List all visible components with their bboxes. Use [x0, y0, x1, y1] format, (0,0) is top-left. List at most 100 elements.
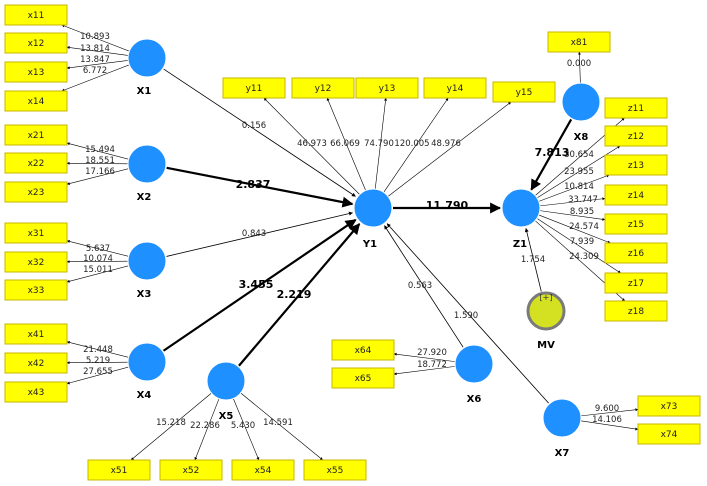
indicator-box[interactable] — [291, 77, 355, 99]
indicator-box[interactable] — [331, 339, 395, 361]
indicator-x51[interactable]: x51 — [87, 459, 151, 481]
loading-line-x52 — [194, 398, 220, 461]
indicator-box[interactable] — [604, 213, 668, 235]
indicator-box[interactable] — [604, 97, 668, 119]
latent-X5[interactable]: X5 — [206, 361, 246, 422]
indicator-box[interactable] — [4, 61, 68, 83]
latent-X4[interactable]: X4 — [127, 342, 167, 401]
indicator-box[interactable] — [4, 251, 68, 273]
indicator-x52[interactable]: x52 — [159, 459, 223, 481]
latent-X8[interactable]: X8 — [561, 82, 601, 143]
indicator-box[interactable] — [637, 423, 701, 445]
indicator-z11[interactable]: z11 — [604, 97, 668, 119]
indicator-box[interactable] — [4, 323, 68, 345]
indicator-box[interactable] — [423, 77, 487, 99]
indicator-box[interactable] — [547, 31, 611, 53]
indicator-x32[interactable]: x32 — [4, 251, 68, 273]
latent-Z1[interactable]: Z1 — [501, 188, 541, 250]
moderator-MV[interactable]: [+]MV — [526, 291, 566, 351]
indicator-box[interactable] — [4, 381, 68, 403]
indicator-box[interactable] — [355, 77, 419, 99]
indicator-x65[interactable]: x65 — [331, 367, 395, 389]
indicator-x74[interactable]: x74 — [637, 423, 701, 445]
indicator-z16[interactable]: z16 — [604, 242, 668, 264]
indicator-y13[interactable]: y13 — [355, 77, 419, 99]
latent-circle[interactable] — [206, 361, 246, 401]
loading-line-z17 — [536, 218, 621, 274]
indicator-x81[interactable]: x81 — [547, 31, 611, 53]
indicator-box[interactable] — [604, 272, 668, 294]
latent-X2[interactable]: X2 — [127, 144, 167, 203]
indicator-box[interactable] — [4, 152, 68, 174]
path-value-X6-Y1: 0.563 — [408, 281, 432, 291]
indicator-box[interactable] — [4, 124, 68, 146]
indicator-box[interactable] — [303, 459, 367, 481]
moderator-circle[interactable] — [526, 291, 566, 331]
indicator-box[interactable] — [604, 154, 668, 176]
indicator-x31[interactable]: x31 — [4, 222, 68, 244]
indicator-y11[interactable]: y11 — [222, 77, 286, 99]
indicator-x73[interactable]: x73 — [637, 395, 701, 417]
indicator-y12[interactable]: y12 — [291, 77, 355, 99]
indicator-box[interactable] — [4, 352, 68, 374]
indicator-box[interactable] — [604, 125, 668, 147]
indicator-box[interactable] — [4, 222, 68, 244]
indicator-x54[interactable]: x54 — [231, 459, 295, 481]
latent-circle[interactable] — [127, 38, 167, 78]
indicator-x11[interactable]: x11 — [4, 4, 68, 26]
indicator-box[interactable] — [492, 81, 556, 103]
indicator-x43[interactable]: x43 — [4, 381, 68, 403]
latent-circle[interactable] — [127, 241, 167, 281]
indicator-x55[interactable]: x55 — [303, 459, 367, 481]
indicator-x22[interactable]: x22 — [4, 152, 68, 174]
loading-line-x14 — [61, 64, 130, 92]
indicator-x14[interactable]: x14 — [4, 90, 68, 112]
indicator-box[interactable] — [222, 77, 286, 99]
latent-circle[interactable] — [542, 398, 582, 438]
indicator-box[interactable] — [4, 90, 68, 112]
indicator-y14[interactable]: y14 — [423, 77, 487, 99]
indicator-z12[interactable]: z12 — [604, 125, 668, 147]
latent-X1[interactable]: X1 — [127, 38, 167, 97]
indicator-z18[interactable]: z18 — [604, 300, 668, 322]
indicator-z13[interactable]: z13 — [604, 154, 668, 176]
latent-Y1[interactable]: Y1 — [353, 188, 393, 250]
indicator-z14[interactable]: z14 — [604, 184, 668, 206]
indicator-label: x81 — [571, 38, 588, 48]
indicator-label: x65 — [355, 374, 372, 384]
indicator-x23[interactable]: x23 — [4, 181, 68, 203]
latent-X7[interactable]: X7 — [542, 398, 582, 459]
latent-circle[interactable] — [561, 82, 601, 122]
indicator-x64[interactable]: x64 — [331, 339, 395, 361]
indicator-box[interactable] — [604, 300, 668, 322]
latent-circle[interactable] — [127, 342, 167, 382]
indicator-x13[interactable]: x13 — [4, 61, 68, 83]
latent-circle[interactable] — [501, 188, 541, 228]
loading-value-z12: 23.955 — [564, 167, 594, 177]
indicator-box[interactable] — [637, 395, 701, 417]
indicator-box[interactable] — [4, 279, 68, 301]
indicator-box[interactable] — [4, 32, 68, 54]
indicator-z15[interactable]: z15 — [604, 213, 668, 235]
indicator-x42[interactable]: x42 — [4, 352, 68, 374]
latent-X6[interactable]: X6 — [454, 344, 494, 405]
indicator-box[interactable] — [604, 242, 668, 264]
indicator-x33[interactable]: x33 — [4, 279, 68, 301]
indicator-x21[interactable]: x21 — [4, 124, 68, 146]
loading-line-x73 — [580, 408, 639, 417]
latent-circle[interactable] — [353, 188, 393, 228]
indicator-box[interactable] — [331, 367, 395, 389]
indicator-box[interactable] — [87, 459, 151, 481]
indicator-x41[interactable]: x41 — [4, 323, 68, 345]
indicator-z17[interactable]: z17 — [604, 272, 668, 294]
indicator-x12[interactable]: x12 — [4, 32, 68, 54]
indicator-box[interactable] — [4, 181, 68, 203]
indicator-box[interactable] — [4, 4, 68, 26]
indicator-y15[interactable]: y15 — [492, 81, 556, 103]
indicator-box[interactable] — [231, 459, 295, 481]
latent-X3[interactable]: X3 — [127, 241, 167, 300]
indicator-box[interactable] — [159, 459, 223, 481]
latent-circle[interactable] — [454, 344, 494, 384]
indicator-box[interactable] — [604, 184, 668, 206]
latent-circle[interactable] — [127, 144, 167, 184]
